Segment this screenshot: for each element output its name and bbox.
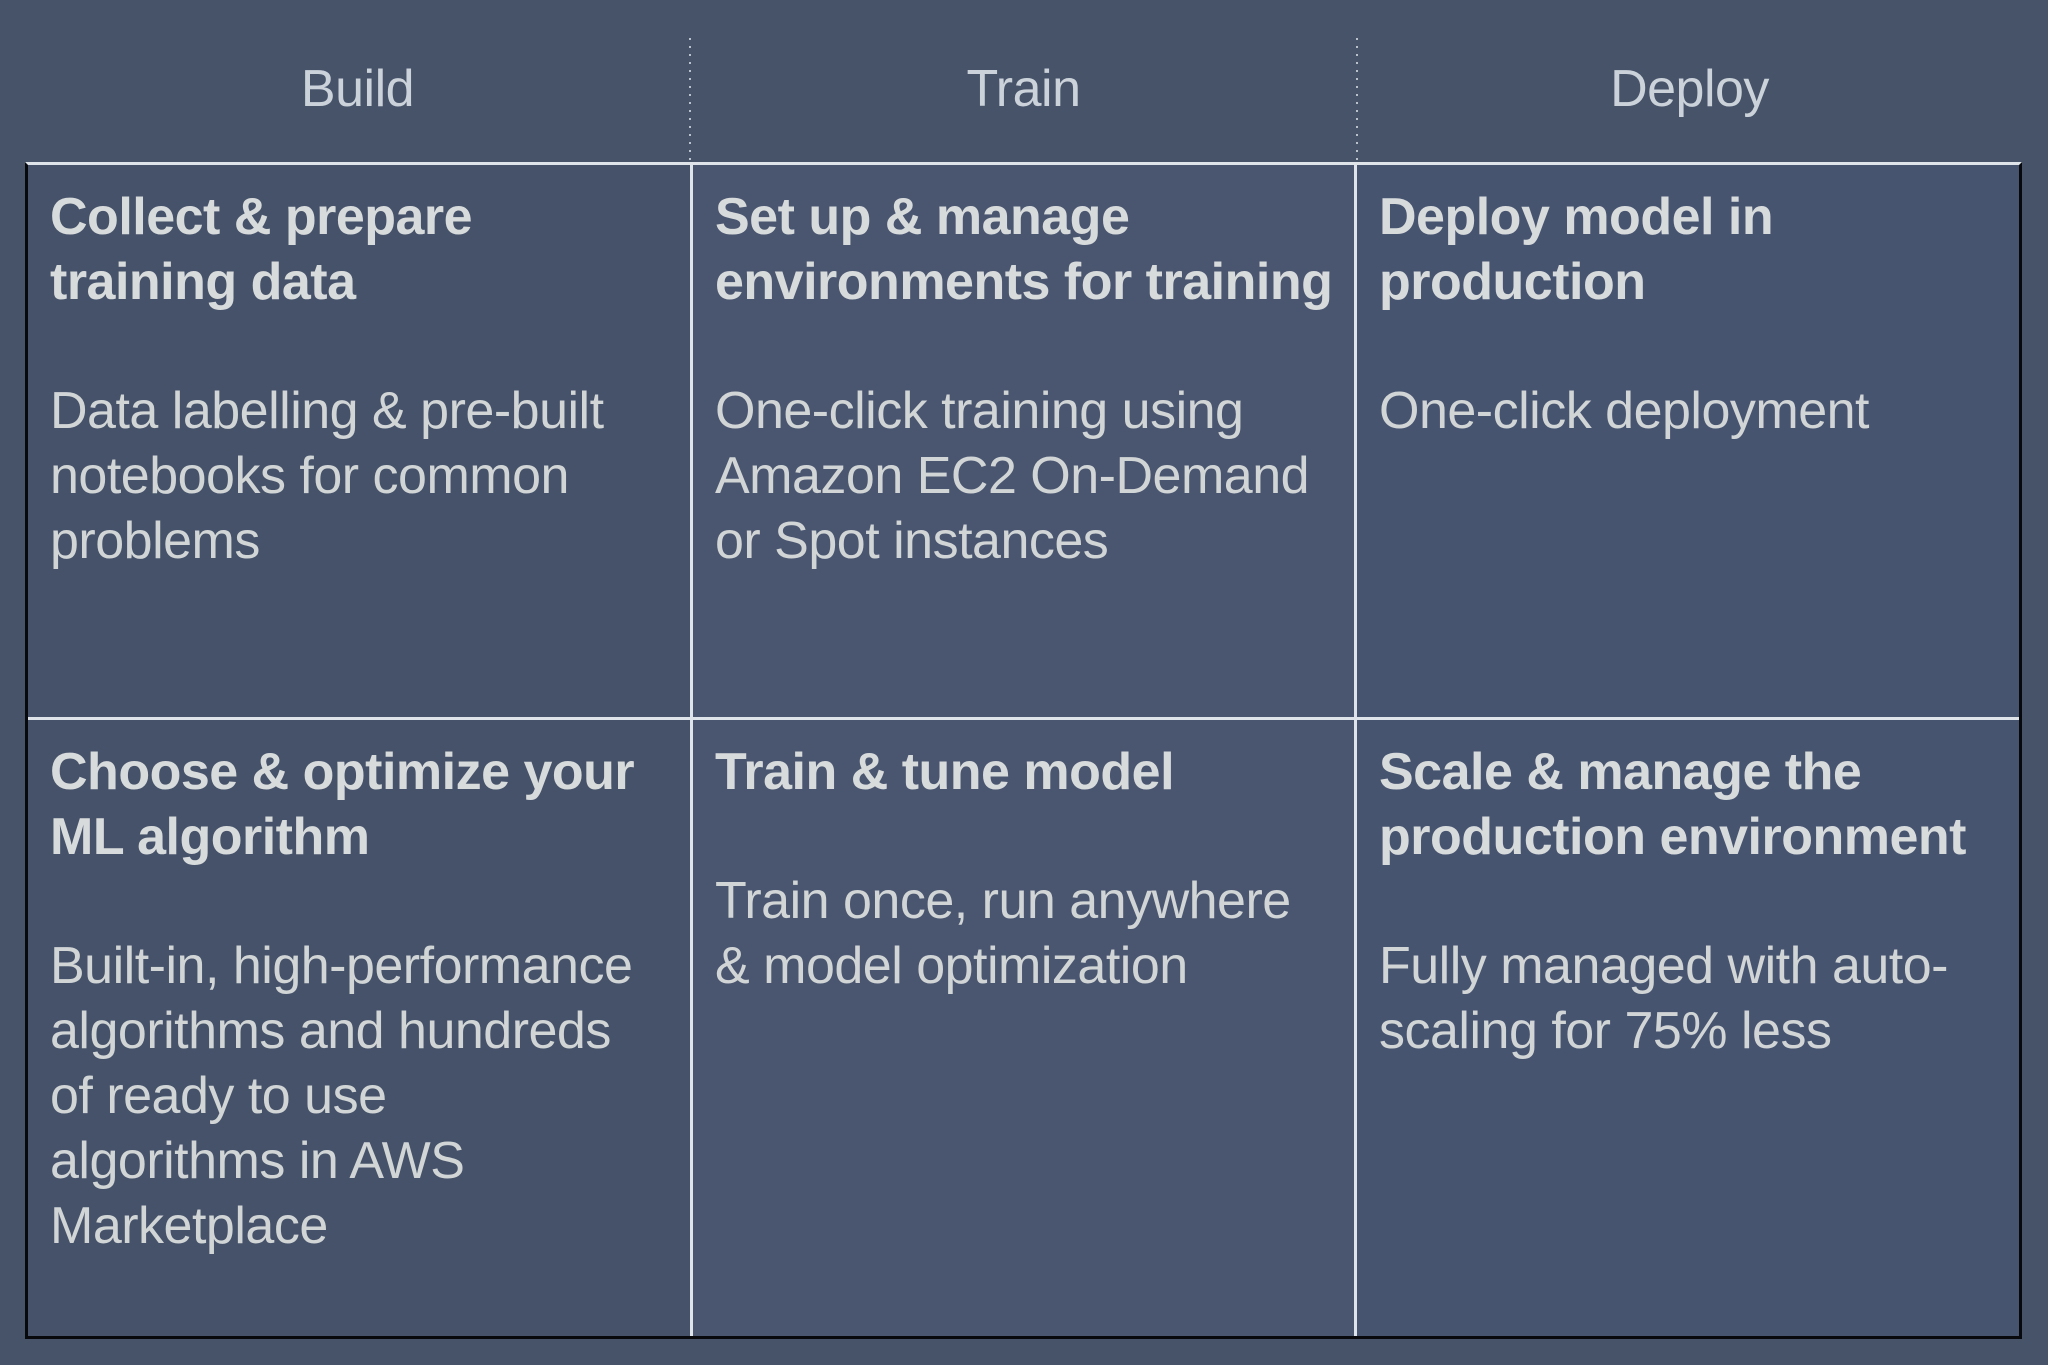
column-header-deploy: Deploy <box>1610 60 1769 118</box>
slide-content: Build Train Deploy Collect & prepare tra… <box>25 0 2022 1339</box>
table-cell-deploy-row2: Scale & manage the production environmen… <box>1357 720 2019 1336</box>
cell-body: Built-in, high-performance algorithms an… <box>50 937 633 1255</box>
cell-title: Scale & manage the production environmen… <box>1379 743 1967 866</box>
cell-title: Set up & manage environments for trainin… <box>715 188 1333 311</box>
cell-body: Fully managed with auto- scaling for 75%… <box>1379 937 1948 1060</box>
header-dotted-divider <box>689 38 691 162</box>
table-cell-build-row2: Choose & optimize your ML algorithm Buil… <box>28 720 690 1336</box>
ml-workflow-table: Collect & prepare training data Data lab… <box>25 162 2022 1339</box>
cell-body: Data labelling & pre-built notebooks for… <box>50 382 604 570</box>
cell-title: Train & tune model <box>715 743 1175 801</box>
cell-title: Collect & prepare training data <box>50 188 473 311</box>
column-header-build: Build <box>300 60 415 118</box>
table-cell-build-row1: Collect & prepare training data Data lab… <box>28 165 690 717</box>
cell-body: One-click deployment <box>1379 382 1870 440</box>
table-cell-train-row2: Train & tune model Train once, run anywh… <box>693 720 1354 1336</box>
cell-title: Choose & optimize your ML algorithm <box>50 743 635 866</box>
cell-title: Deploy model in production <box>1379 188 1774 311</box>
table-cell-deploy-row1: Deploy model in production One-click dep… <box>1357 165 2019 717</box>
cell-body: Train once, run anywhere & model optimiz… <box>715 872 1291 995</box>
table-cell-train-row1: Set up & manage environments for trainin… <box>693 165 1354 717</box>
column-header-train: Train <box>966 60 1081 118</box>
column-header-row: Build Train Deploy <box>25 0 2022 162</box>
cell-body: One-click training using Amazon EC2 On-D… <box>715 382 1310 570</box>
header-dotted-divider <box>1356 38 1358 162</box>
